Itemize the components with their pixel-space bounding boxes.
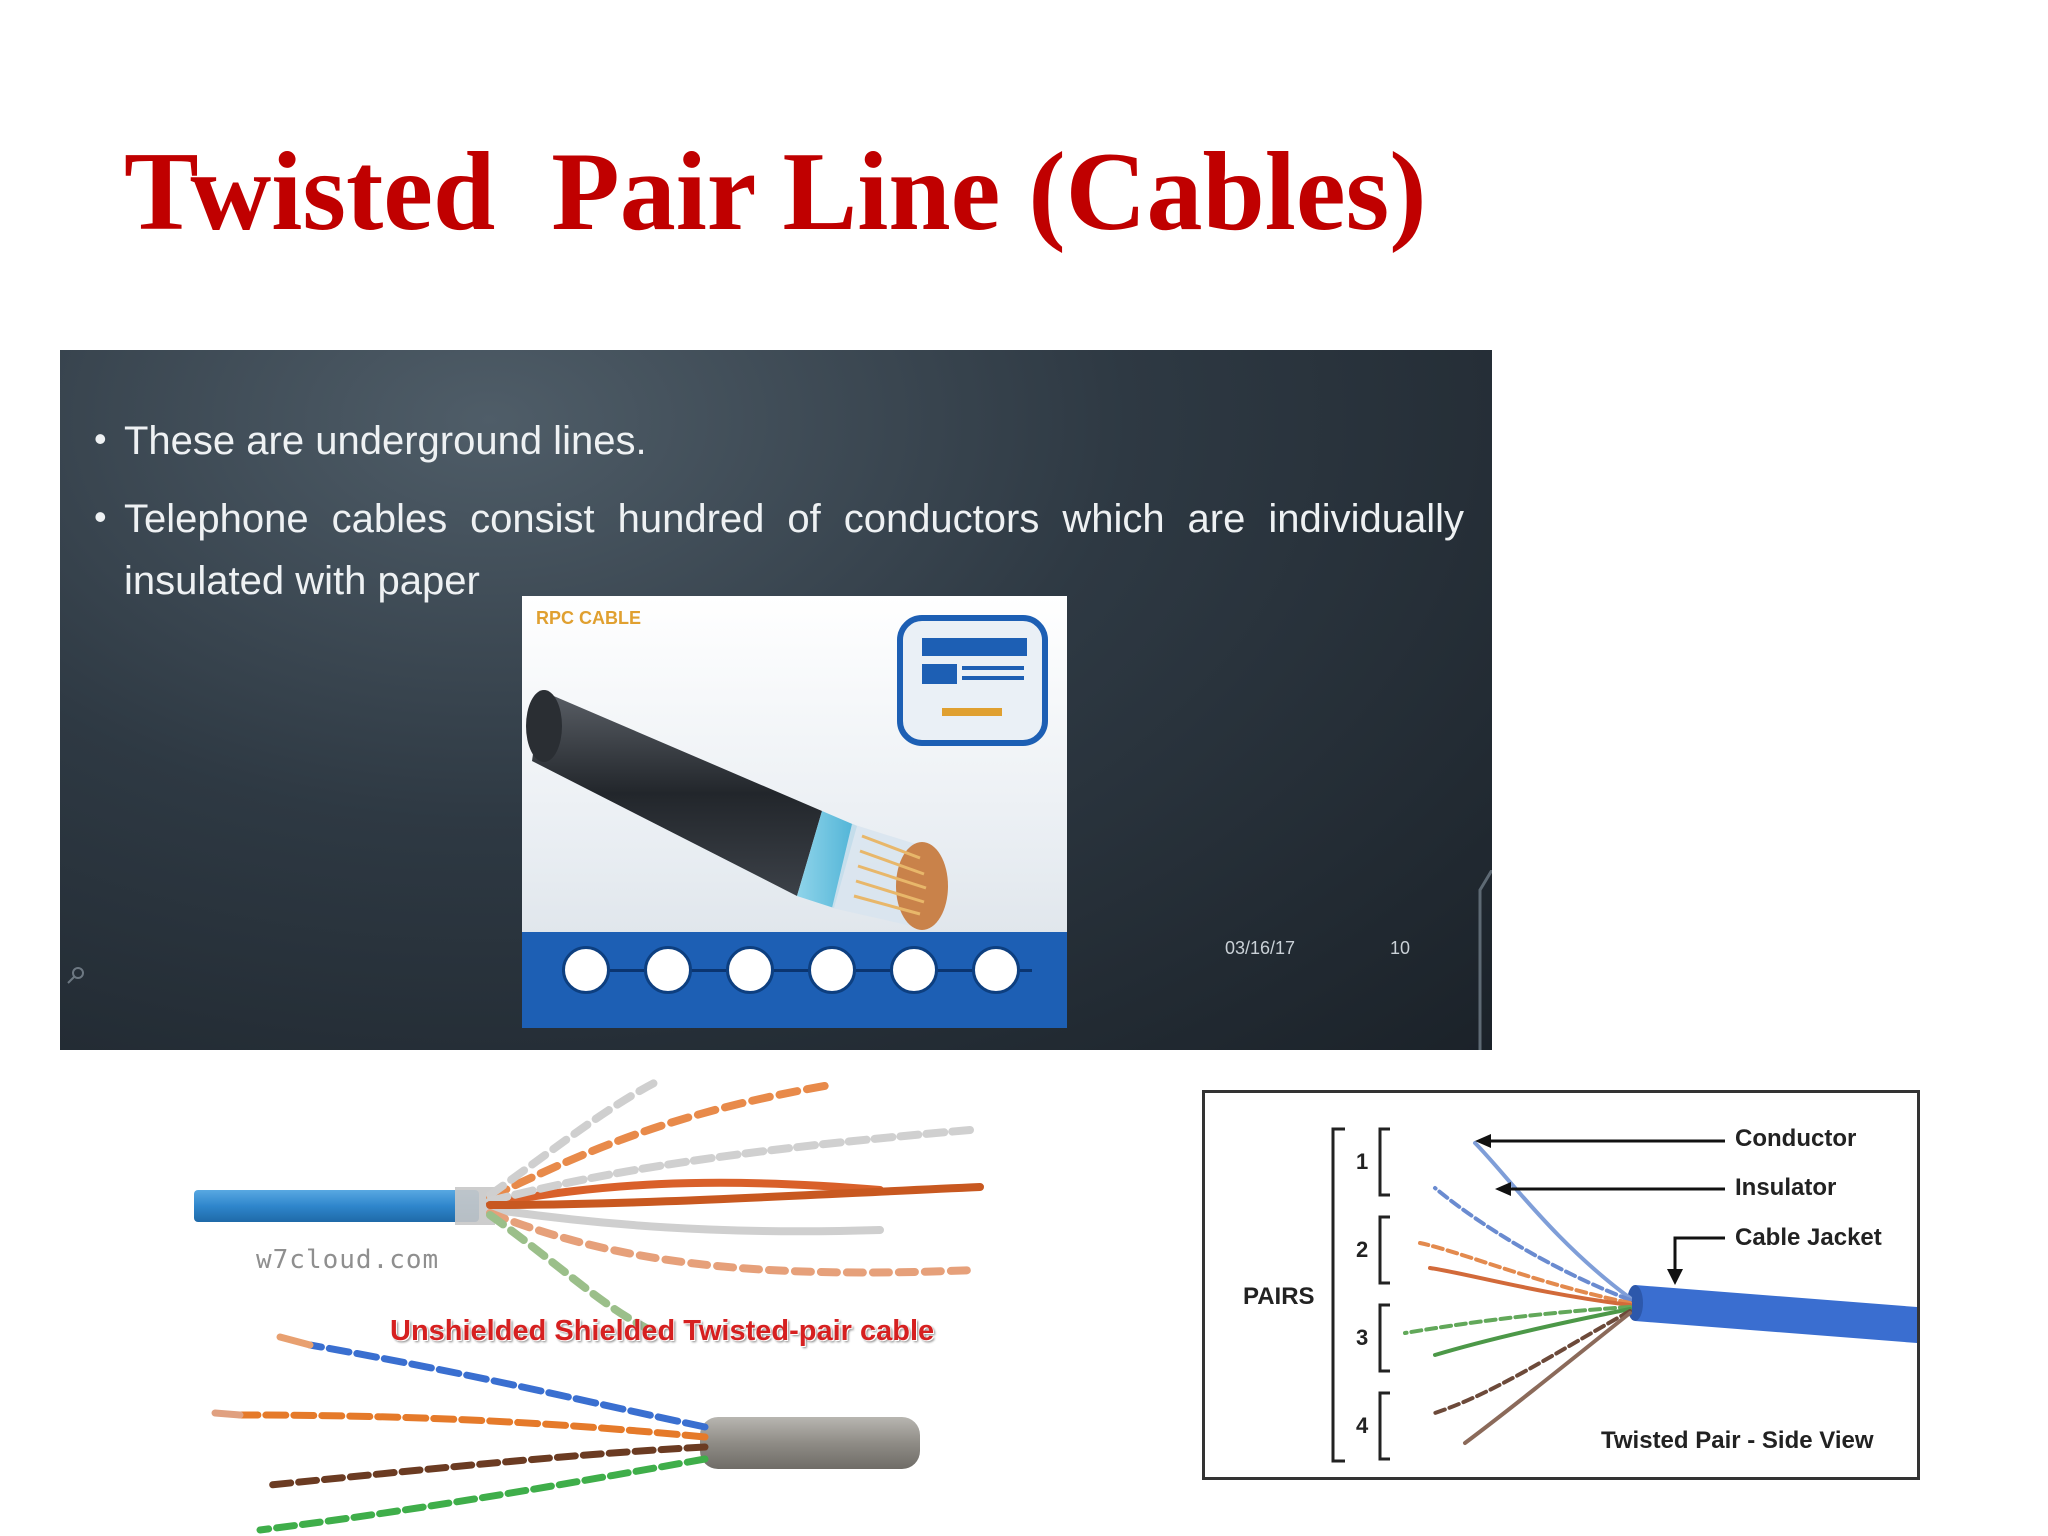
photo-caption: Unshielded Shielded Twisted-pair cable (390, 1315, 935, 1347)
pairs-label: PAIRS (1243, 1283, 1315, 1310)
embedded-slide-number: 10 (1390, 938, 1411, 958)
certification-strip (522, 932, 1067, 1028)
pair-number-3: 3 (1356, 1325, 1369, 1350)
embedded-slide-date: 03/16/17 (1225, 938, 1296, 958)
globe-badge-icon (890, 946, 938, 994)
slide-edge-decoration (1478, 870, 1492, 1050)
ce-badge-icon (644, 946, 692, 994)
embedded-bullet-list: These are underground lines. Telephone c… (94, 408, 1474, 628)
pair-number-2: 2 (1356, 1237, 1369, 1262)
certification-badge-icon (562, 946, 610, 994)
twisted-pair-side-view-diagram: Conductor Insulator Cable Jacket PAIRS 1… (1202, 1090, 1920, 1480)
pair-number-1: 1 (1356, 1149, 1369, 1174)
product-card-image: RPC CABLE (522, 596, 1067, 1028)
multi-pair-cable-illustration (526, 615, 1048, 930)
embedded-bullet-1: These are underground lines. (94, 408, 1474, 472)
photo-watermark: w7cloud.com (256, 1245, 440, 1275)
insulator-label: Insulator (1735, 1174, 1837, 1201)
product-logo: RPC CABLE (536, 608, 642, 628)
side-view-drawing (1331, 1127, 1917, 1463)
embedded-bullet-2: Telephone cables consist hundred of cond… (94, 486, 1464, 612)
diagram-caption: Twisted Pair - Side View (1601, 1427, 1874, 1454)
conductor-label: Conductor (1735, 1125, 1857, 1152)
embedded-slide-image: These are underground lines. Telephone c… (60, 350, 1492, 1050)
magnifier-icon (67, 967, 84, 984)
utp-stp-cable-photo (194, 1076, 984, 1534)
tool-badge-icon (808, 946, 856, 994)
check-badge-icon (726, 946, 774, 994)
pair-number-4: 4 (1356, 1413, 1369, 1438)
cable-badge-icon (972, 946, 1020, 994)
slide-title: Twisted Pair Line (Cables) (124, 130, 1427, 254)
cable-jacket-label: Cable Jacket (1735, 1224, 1882, 1251)
